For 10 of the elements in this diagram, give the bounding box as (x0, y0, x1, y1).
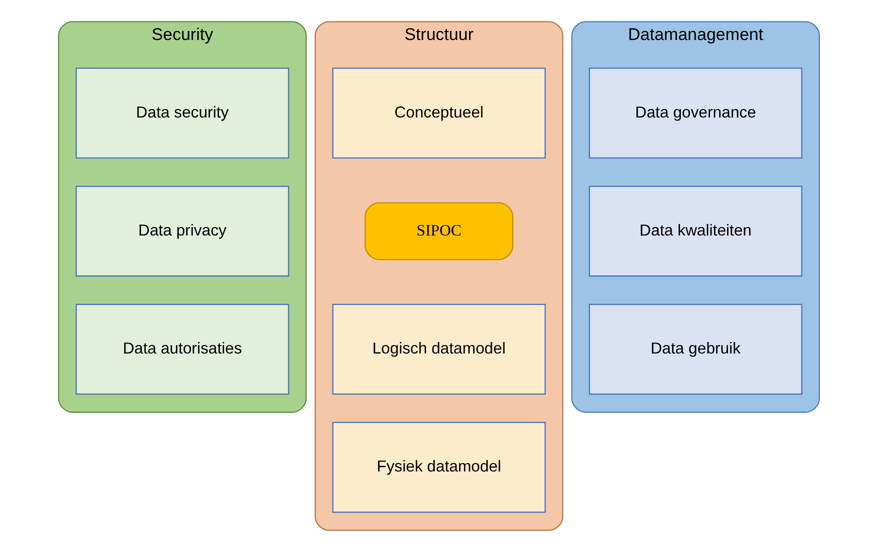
node-box: Data privacy (76, 186, 290, 277)
node-box: Data gebruik (588, 304, 802, 395)
node-box: Data governance (588, 68, 802, 158)
node-box: SIPOC (364, 202, 514, 260)
node-box: Data security (76, 68, 290, 158)
node-box: Fysiek datamodel (332, 422, 546, 513)
node-box: Conceptueel (332, 68, 546, 158)
node-box: Logisch datamodel (332, 304, 546, 395)
node-box: Data autorisaties (76, 304, 290, 395)
node-box: Data kwaliteiten (588, 186, 802, 277)
